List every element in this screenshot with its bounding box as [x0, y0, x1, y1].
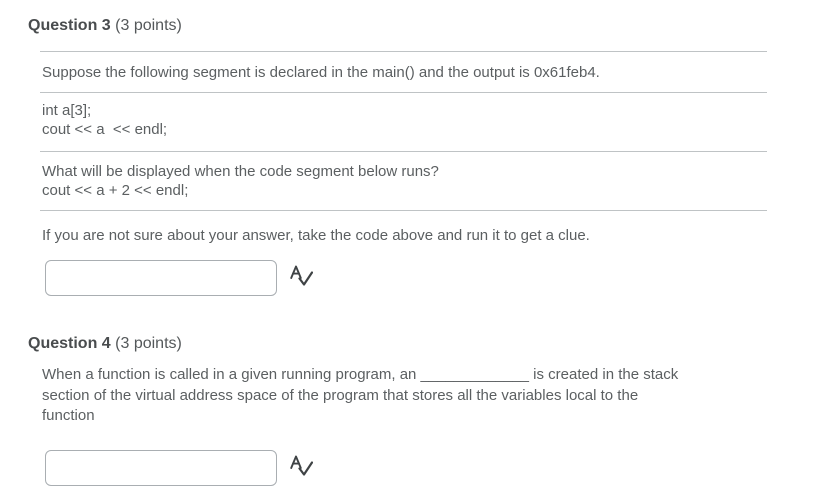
question-3-spellcheck-button[interactable]: [289, 263, 314, 293]
question-3-title: Question 3 (3 points): [28, 17, 822, 35]
spellcheck-icon: [289, 263, 314, 293]
divider: [40, 151, 767, 152]
question-4-points: (3 points): [115, 335, 182, 352]
question-4-text-line-3: function: [42, 407, 95, 424]
question-3-section: Question 3 (3 points) Suppose the follow…: [28, 17, 822, 296]
question-3-answer-row: [45, 260, 767, 296]
code-line-1: int a[3];: [42, 102, 92, 119]
question-4-title: Question 4 (3 points): [28, 335, 822, 353]
question-3-points: (3 points): [115, 17, 182, 34]
code-line-2: cout << a << endl;: [42, 120, 168, 138]
question-4-body: When a function is called in a given run…: [42, 365, 822, 427]
question-3-answer-input[interactable]: [45, 260, 277, 296]
question-3-body: Suppose the following segment is declare…: [40, 51, 767, 296]
question-4-answer-row: [45, 449, 822, 486]
question-3-intro-text: Suppose the following segment is declare…: [42, 64, 600, 81]
question-4-spellcheck-button[interactable]: [289, 453, 314, 483]
question-4-text-line-2: section of the virtual address space of …: [42, 386, 639, 404]
question-4-answer-input[interactable]: [45, 449, 277, 486]
prompt-text: What will be displayed when the code seg…: [42, 163, 439, 180]
quiz-page: Question 3 (3 points) Suppose the follow…: [28, 17, 822, 486]
question-3-prompt: What will be displayed when the code seg…: [40, 152, 767, 210]
divider: [40, 210, 767, 211]
question-3-code-block: int a[3]; cout << a << endl;: [40, 93, 767, 151]
spellcheck-icon: [289, 453, 314, 483]
divider: [40, 51, 767, 52]
question-3-intro: Suppose the following segment is declare…: [40, 52, 767, 92]
hint-text: If you are not sure about your answer, t…: [42, 227, 590, 244]
prompt-code-line: cout << a + 2 << endl;: [42, 181, 189, 199]
question-4-title-text: Question 4: [28, 335, 111, 352]
question-3-title-text: Question 3: [28, 17, 111, 34]
divider: [40, 92, 767, 93]
question-3-hint: If you are not sure about your answer, t…: [40, 211, 767, 260]
question-4-section: Question 4 (3 points) When a function is…: [28, 335, 822, 486]
question-4-text-line-1: When a function is called in a given run…: [42, 366, 679, 383]
